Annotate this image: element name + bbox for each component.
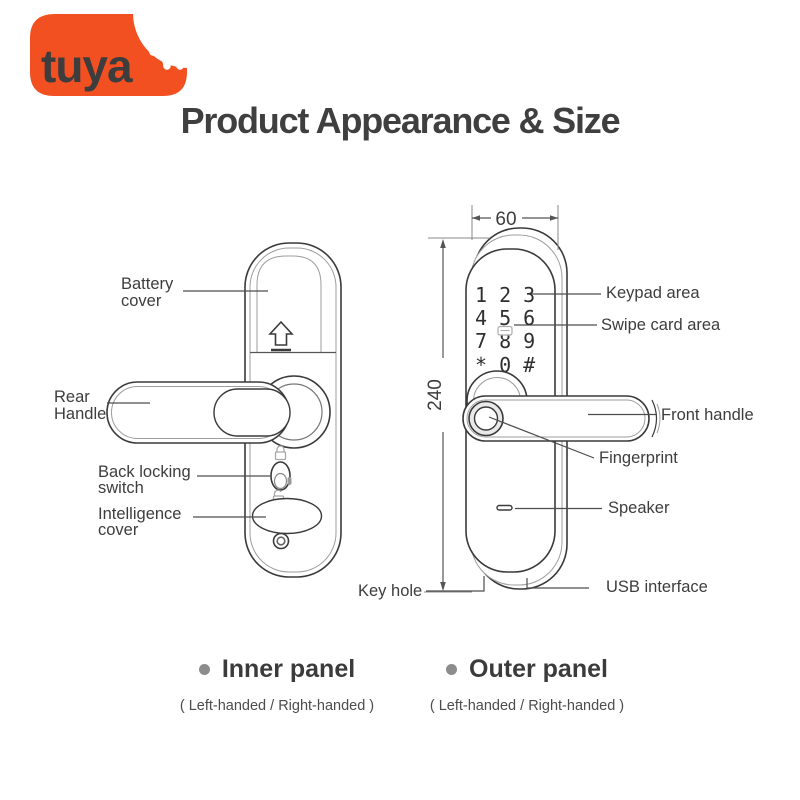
back-locking-switch-label: Back locking [98, 463, 191, 481]
speaker-slot [496, 504, 513, 511]
locked-icon-body [274, 451, 287, 461]
key-hole-leader [426, 576, 485, 592]
front-handle-shape [462, 395, 650, 442]
width-dimension: 60 [495, 209, 516, 230]
intelligence-cover-label2: cover [98, 521, 139, 539]
key-hole-label: Key hole [358, 582, 422, 600]
tuya-logo-shape [30, 14, 187, 96]
front-handle-inner-line [466, 399, 646, 438]
tuya-logo-text: tuya [41, 40, 133, 92]
outer-panel-drawing: 1 2 3 4 5 6 7 8 9 * 0 # [462, 227, 661, 590]
outer-panel-subtitle: ( Left-handed / Right-handed ) [429, 698, 625, 714]
intelligence-cover-shape [251, 497, 323, 535]
inner-panel-drawing [106, 242, 342, 578]
screw-hole-center [276, 536, 286, 546]
rear-handle-label2: Handle [54, 405, 106, 423]
rear-handle-boss [213, 388, 291, 437]
bullet-icon [198, 664, 210, 675]
inner-panel-title-text: Inner panel [221, 655, 356, 683]
back-locking-switch-label2: switch [98, 479, 144, 497]
usb-interface-label: USB interface [606, 578, 708, 596]
outer-panel-caption: Outer panel ( Left-handed / Right-handed… [397, 655, 657, 714]
battery-cover-label2: cover [121, 292, 162, 310]
front-handle-endcap [651, 399, 658, 438]
fingerprint-leader [488, 416, 595, 459]
fingerprint-sensor [473, 406, 499, 431]
keypad-area-label: Keypad area [606, 284, 700, 302]
front-handle-label: Front handle [661, 406, 754, 424]
height-arrow-top [440, 239, 446, 248]
battery-cover-label: Battery [121, 275, 174, 293]
width-arrow-right [550, 215, 558, 221]
height-arrow-bottom [440, 582, 446, 591]
inner-panel-labels: Battery cover Rear Handle Back locking s… [54, 275, 271, 539]
inner-panel-title: Inner panel [147, 655, 407, 684]
wifi-icon-outer [149, 35, 184, 70]
inner-panel-subtitle: ( Left-handed / Right-handed ) [179, 698, 375, 714]
width-arrow-left [472, 215, 480, 221]
usb-interface-leader [526, 578, 589, 589]
wifi-icon [149, 48, 171, 70]
keypad-row-1: 1 2 3 [475, 283, 535, 307]
tuya-logo: tuya [30, 14, 187, 96]
intelligence-cover-label: Intelligence [98, 505, 181, 523]
battery-cover-outline [256, 255, 322, 352]
front-handle-endcap2 [656, 403, 661, 434]
outer-panel-title: Outer panel [397, 655, 657, 684]
rear-handle-label: Rear [54, 388, 90, 406]
screw-hole [272, 532, 290, 550]
dimension-annotations: 60 240 [424, 205, 559, 593]
speaker-label: Speaker [608, 499, 670, 517]
outer-panel-title-text: Outer panel [469, 655, 608, 683]
height-dimension: 240 [425, 379, 446, 411]
outer-panel-labels: Keypad area Swipe card area Front handle… [358, 284, 754, 600]
fingerprint-label: Fingerprint [599, 449, 678, 467]
back-locking-switch-tab [287, 477, 292, 485]
back-locking-switch-knob [273, 472, 288, 490]
page-title: Product Appearance & Size [180, 100, 621, 141]
open-arrow-icon [268, 320, 294, 346]
locked-icon [276, 445, 285, 452]
swipe-card-area-label: Swipe card area [601, 316, 721, 334]
bullet-icon [446, 664, 458, 675]
inner-panel-caption: Inner panel ( Left-handed / Right-handed… [147, 655, 407, 714]
unlocked-icon [273, 489, 282, 496]
